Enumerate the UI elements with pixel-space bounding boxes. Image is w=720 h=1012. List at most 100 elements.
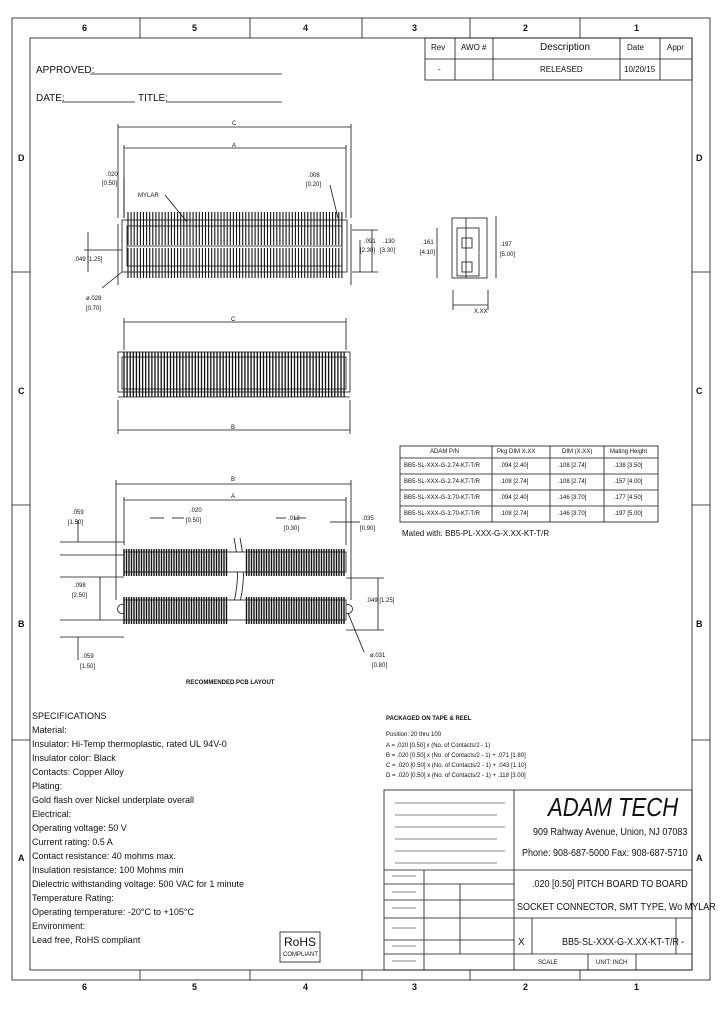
spec-line: Contact resistance: 40 mohms max.: [32, 851, 176, 862]
table-r3-pn: BB5-SL-XXX-G-3.70-KT-T/R: [404, 495, 481, 501]
rev-header-rev: Rev: [431, 43, 446, 52]
packaging-line-d: D = .020 [0.50] x (No. of Contacts/2 - 1…: [386, 773, 526, 779]
spec-line: Environment:: [32, 921, 86, 932]
spec-line: Plating:: [32, 781, 63, 792]
pcb-d7-mm: [0.80]: [372, 663, 388, 669]
table-r4-pn: BB5-SL-XXX-G-3.70-KT-T/R: [404, 511, 481, 517]
rev-value-rev: -: [438, 65, 441, 74]
top-end-in: .008: [308, 173, 320, 179]
zone-row-d: D: [18, 153, 25, 163]
unit-label: UNIT: INCH: [596, 960, 628, 966]
table-r2-pkg: .108 [2.74]: [500, 479, 529, 485]
spec-line: Operating voltage: 50 V: [32, 823, 127, 834]
pcb-dim-a: A: [231, 494, 236, 500]
company-name: ADAM TECH: [548, 792, 679, 822]
size-mark: X: [518, 937, 525, 948]
zone-col-2-bottom: 2: [523, 982, 529, 992]
notice-text-lines: [392, 802, 505, 962]
pcb-upper-pads: [123, 549, 345, 576]
table-r2-dim: .108 [2.74]: [558, 479, 587, 485]
company-address: 909 Rahway Avenue, Union, NJ 07083: [533, 827, 688, 838]
table-header-dim: DIM (X.XX): [562, 449, 593, 455]
side-w2-mm: [5.00]: [500, 252, 516, 258]
pcb-d4-mm: [2.50]: [72, 593, 88, 599]
mated-with: Mated with: BB5-PL-XXX-G-X.XX-KT-T/R: [402, 529, 550, 538]
top-view-lower-contacts: [127, 248, 343, 278]
pcb-d2-mm: [0.30]: [284, 526, 300, 532]
top-height-1: .049 [1.25]: [74, 257, 103, 263]
zone-row-c-right: C: [696, 386, 703, 396]
front-view-contacts: [123, 352, 345, 397]
drawing-title-line1: .020 [0.50] PITCH BOARD TO BOARD: [532, 879, 688, 890]
table-r1-pn: BB5-SL-XXX-G-2.74-KT-T/R: [404, 463, 481, 469]
table-r4-dim: .146 [3.70]: [558, 511, 587, 517]
pcb-d1-in: .059: [72, 510, 84, 516]
top-view-upper-contacts: [127, 212, 343, 245]
zone-col-6-bottom: 6: [82, 982, 88, 992]
pcb-d5: .049 [1.25]: [366, 598, 395, 604]
spec-line: Insulator color: Black: [32, 753, 116, 764]
spec-line: Operating temperature: -20°C to +105°C: [32, 907, 194, 918]
packaging-positions: Position: 20 thru 100: [386, 732, 442, 738]
table-r1-dim: .108 [2.74]: [558, 463, 587, 469]
pcb-dim-b: B: [231, 477, 236, 483]
zone-row-d-right: D: [696, 153, 703, 163]
table-r4-mating: .197 [5.00]: [614, 511, 643, 517]
spec-line: Lead free, RoHS compliant: [32, 935, 141, 946]
zone-col-1: 1: [634, 23, 640, 33]
table-r3-mating: .177 [4.50]: [614, 495, 643, 501]
zone-row-a: A: [18, 853, 25, 863]
zone-row-b-right: B: [696, 619, 703, 629]
table-r3-pkg: .094 [2.40]: [500, 495, 529, 501]
top-dim-c: C: [232, 121, 237, 127]
spec-line: Insulator: Hi-Temp thermoplastic, rated …: [32, 739, 227, 750]
packaging-title: PACKAGED ON TAPE & REEL: [386, 716, 472, 722]
pcb-d6-in: .059: [82, 654, 94, 660]
rev-value-description: RELEASED: [540, 65, 583, 74]
spec-line: Gold flash over Nickel underplate overal…: [32, 795, 195, 806]
company-phone: Phone: 908-687-5000 Fax: 908-687-5710: [522, 848, 688, 859]
spec-line: Material:: [32, 725, 67, 736]
packaging-line-b: B = .020 [0.50] x (No. of Contacts/2 - 1…: [386, 753, 526, 759]
top-post-in: ø.028: [86, 296, 102, 302]
rev-header-description: Description: [540, 42, 591, 53]
table-header-pn: ADAM P/N: [430, 449, 460, 455]
table-header-pkg: Pkg DIM X.XX: [497, 449, 536, 455]
zone-row-b: B: [18, 619, 25, 629]
front-dim-c: C: [231, 317, 236, 323]
zone-col-4: 4: [303, 23, 309, 33]
rev-value: -: [681, 937, 685, 948]
rohs-compliant-text: COMPLIANT: [283, 952, 319, 958]
spec-line: Contacts: Copper Alloy: [32, 767, 124, 778]
inner-frame: [29, 37, 693, 971]
mylar-label: MYLAR: [138, 193, 159, 199]
pcb-pitch-in: .020: [190, 508, 202, 514]
front-dim-b: B: [231, 425, 236, 431]
side-w1-in: .161: [422, 240, 434, 246]
rev-value-date: 10/20/15: [624, 65, 656, 74]
pcb-d6-mm: [1.50]: [80, 664, 96, 670]
drawing-title-line2: SOCKET CONNECTOR, SMT TYPE, Wo MYLAR: [517, 902, 716, 913]
zone-col-1-bottom: 1: [634, 982, 640, 992]
pcb-d1-mm: [1.50]: [68, 520, 84, 526]
approved-label: APPROVED:: [36, 65, 95, 76]
top-height-2-in: .091: [364, 239, 376, 245]
rev-header-appr: Appr: [667, 43, 684, 52]
top-pitch-in: .020: [106, 172, 118, 178]
top-height-2-mm: [2.30]: [360, 248, 376, 254]
title-label: TITLE:: [138, 93, 169, 104]
rohs-logo-text: RoHS: [284, 935, 317, 949]
side-w1-mm: [4.10]: [420, 250, 436, 256]
table-r2-pn: BB5-SL-XXX-G-2.74-KT-T/R: [404, 479, 481, 485]
packaging-line-a: A = .020 [0.50] x (No. of Contacts/2 - 1…: [386, 743, 491, 749]
rev-header-date: Date: [627, 43, 644, 52]
rev-header-awo: AWO #: [461, 43, 487, 52]
pcb-d4-in: .098: [74, 583, 86, 589]
spec-line: Insulation resistance: 100 Mohms min: [32, 865, 184, 876]
zone-col-5: 5: [192, 23, 198, 33]
pcb-lower-pads: [123, 597, 345, 624]
pcb-pitch-mm: [0.50]: [186, 518, 202, 524]
outer-frame: [11, 17, 711, 981]
